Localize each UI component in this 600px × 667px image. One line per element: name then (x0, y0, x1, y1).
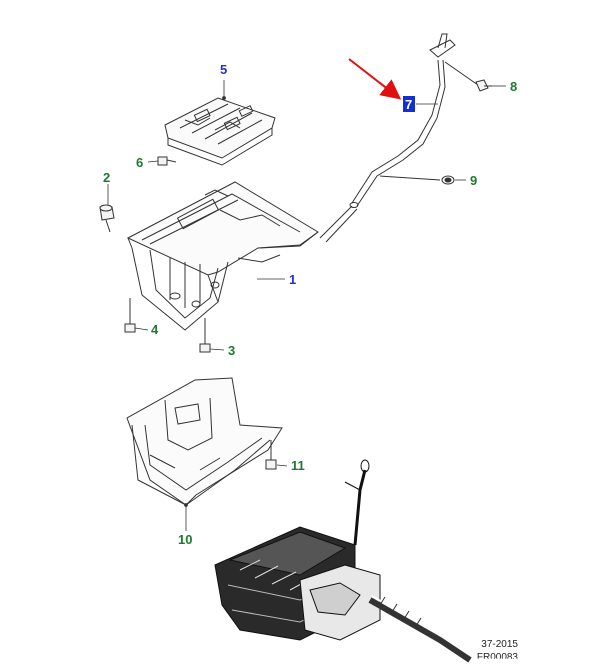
footer-date: 37-2015 (481, 639, 518, 650)
callout-4: 4 (151, 322, 159, 337)
bolt-2 (99, 204, 115, 233)
callout-7: 7 (405, 97, 412, 112)
callout-10: 10 (178, 532, 192, 547)
bolt-4 (124, 298, 136, 333)
dipstick-tube (319, 33, 479, 243)
engine-assembly (214, 459, 473, 663)
oil-pan (126, 181, 319, 331)
callout-9: 9 (470, 173, 477, 188)
callout-7-highlight (403, 96, 415, 112)
callout-5: 5 (220, 62, 227, 77)
callout-2: 2 (103, 170, 110, 185)
callout-11: 11 (291, 458, 305, 473)
callout-6: 6 (136, 155, 143, 170)
callout-8: 8 (510, 79, 517, 94)
callout-1: 1 (289, 272, 296, 287)
bolt-8 (475, 79, 492, 92)
fasteners (99, 79, 492, 470)
bolt-6 (157, 156, 177, 166)
red-arrow-icon (348, 58, 402, 100)
bolt-3 (199, 318, 211, 353)
lower-baffle-tray (126, 377, 283, 506)
footer-code: FR00083 (476, 652, 518, 663)
upper-baffle-plate (164, 97, 276, 166)
leader-lines (107, 80, 506, 531)
bolt-11 (265, 440, 277, 470)
callout-3: 3 (228, 343, 235, 358)
